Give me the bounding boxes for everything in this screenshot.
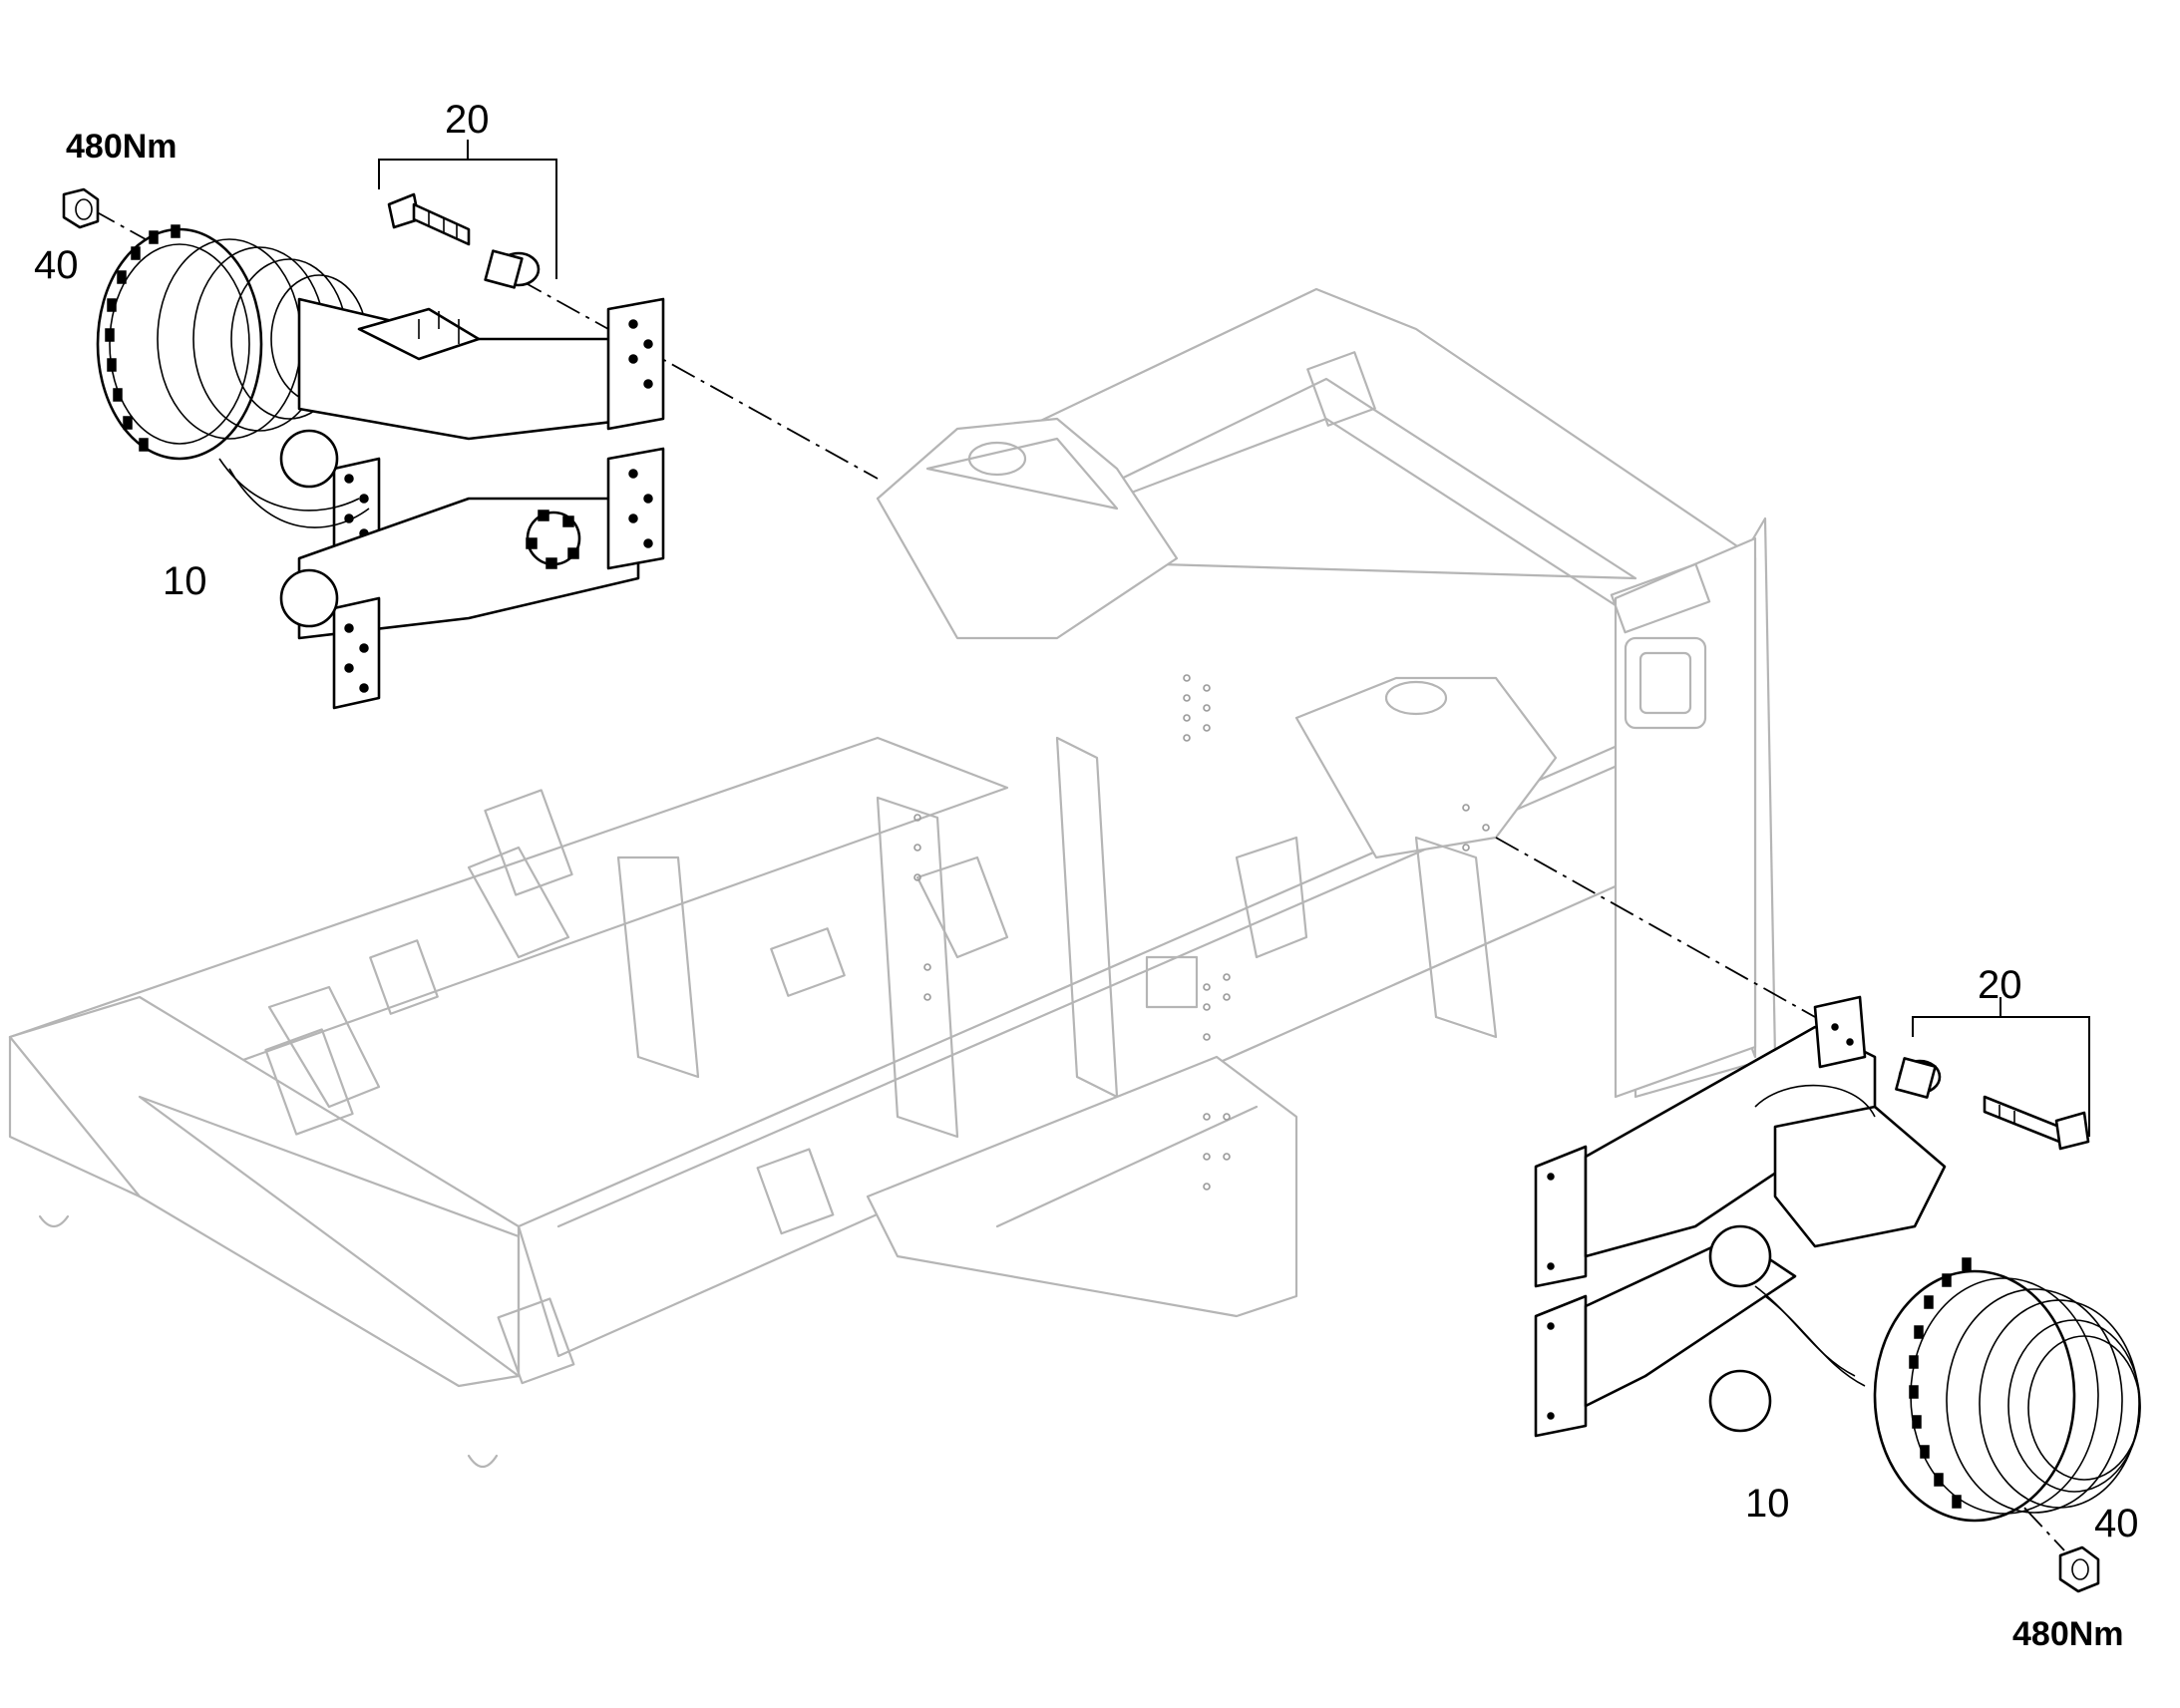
torque-spec-bottom-right: 480Nm [2012, 1615, 2124, 1653]
bolt-spacer-bottom-right [1895, 1057, 2090, 1151]
item-number-40-top-left: 40 [34, 243, 79, 287]
item-number-40-bottom-right: 40 [2094, 1502, 2139, 1545]
axle-assembly-top-left [96, 224, 665, 710]
torque-spec-top-left: 480Nm [66, 128, 178, 166]
item-number-20-bottom-right: 20 [1978, 963, 2022, 1007]
bolt-spacer-top-left [387, 192, 541, 289]
item-number-20-top-left: 20 [445, 98, 490, 142]
nut-top-left [62, 187, 100, 229]
axle-assembly-bottom-right [1534, 995, 2141, 1523]
item-number-10-bottom-right: 10 [1745, 1482, 1790, 1526]
chassis-frame [8, 287, 1777, 1469]
item-number-10-top-left: 10 [163, 559, 207, 603]
nut-bottom-right [2058, 1545, 2100, 1593]
